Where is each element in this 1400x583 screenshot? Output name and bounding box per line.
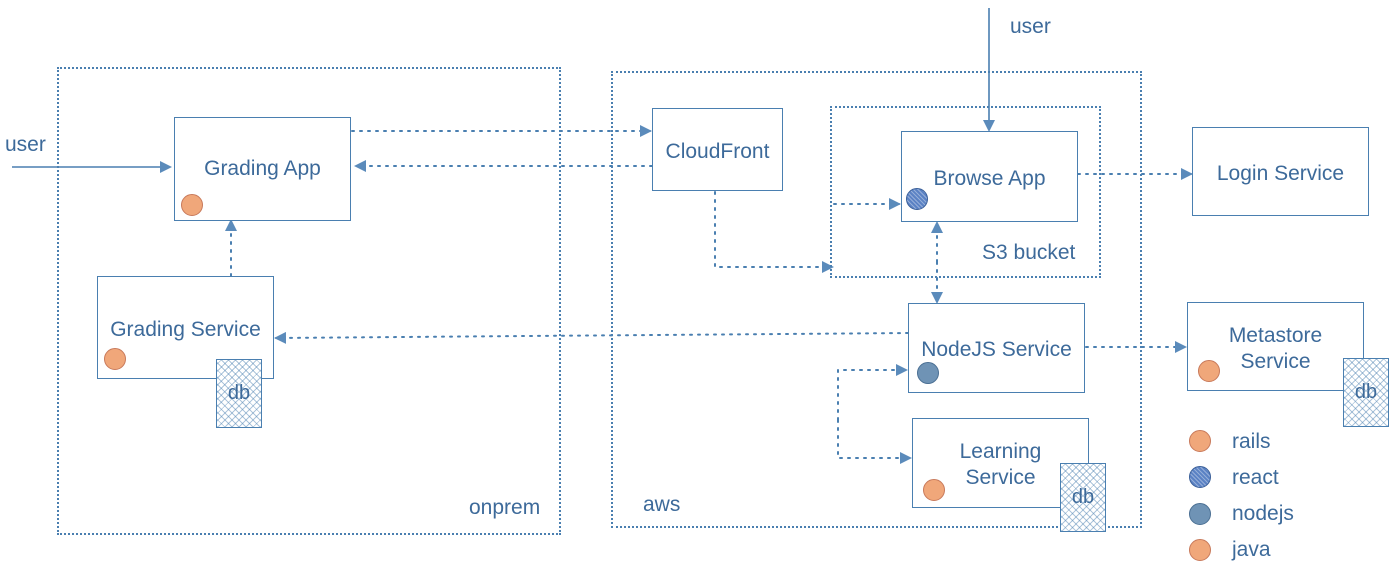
onprem-region xyxy=(57,67,561,535)
learning-label-line1: Learning xyxy=(959,440,1042,463)
java-dot-icon xyxy=(1189,539,1211,561)
aws-label: aws xyxy=(643,493,681,516)
user-top-label: user xyxy=(1010,15,1051,38)
java-dot-icon xyxy=(1198,360,1220,382)
cloudfront-node[interactable]: CloudFront xyxy=(652,108,783,191)
nodejs-service-label: NodeJS Service xyxy=(921,338,1072,361)
learning-db-icon: db xyxy=(1060,463,1106,532)
rails-dot-icon xyxy=(923,479,945,501)
metastore-service-node[interactable]: Metastore Service xyxy=(1187,302,1364,391)
cloudfront-label: CloudFront xyxy=(665,140,770,163)
loop-to-nodejs-arrow xyxy=(837,364,908,421)
onprem-label: onprem xyxy=(469,496,541,519)
react-dot-icon xyxy=(1189,466,1211,488)
grading-service-label: Grading Service xyxy=(110,318,261,341)
learning-service-node[interactable]: Learning Service xyxy=(912,418,1089,508)
grading-app-label: Grading App xyxy=(204,157,321,180)
react-dot-icon xyxy=(906,188,928,210)
browse-app-node[interactable]: Browse App xyxy=(901,131,1078,222)
aws-region xyxy=(611,71,1142,528)
metastore-label-line1: Metastore xyxy=(1228,324,1323,347)
s3-bucket-region xyxy=(830,106,1101,278)
legend-label-nodejs: nodejs xyxy=(1232,502,1294,525)
nodejs-dot-icon xyxy=(917,362,939,384)
user-left-label: user xyxy=(5,133,46,156)
grading-db-icon: db xyxy=(216,359,262,428)
rails-dot-icon xyxy=(1189,430,1211,452)
browse-app-label: Browse App xyxy=(933,167,1046,190)
metastore-db-icon: db xyxy=(1343,358,1389,427)
metastore-label-line2: Service xyxy=(1240,350,1311,373)
learning-label-line2: Service xyxy=(965,466,1036,489)
nodejs-to-grading-service-arrow xyxy=(274,331,909,344)
s3-bucket-label: S3 bucket xyxy=(982,241,1076,264)
legend-label-react: react xyxy=(1232,466,1279,489)
nodejs-service-node[interactable]: NodeJS Service xyxy=(908,303,1085,393)
rails-dot-icon xyxy=(181,194,203,216)
legend-label-java: java xyxy=(1232,538,1271,561)
rails-dot-icon xyxy=(104,348,126,370)
nodejs-dot-icon xyxy=(1189,503,1211,525)
cloudfront-to-s3-arrow xyxy=(714,191,834,273)
legend-label-rails: rails xyxy=(1232,430,1271,453)
login-service-label: Login Service xyxy=(1216,162,1345,185)
grading-app-node[interactable]: Grading App xyxy=(174,117,351,221)
login-service-node[interactable]: Login Service xyxy=(1192,127,1369,216)
